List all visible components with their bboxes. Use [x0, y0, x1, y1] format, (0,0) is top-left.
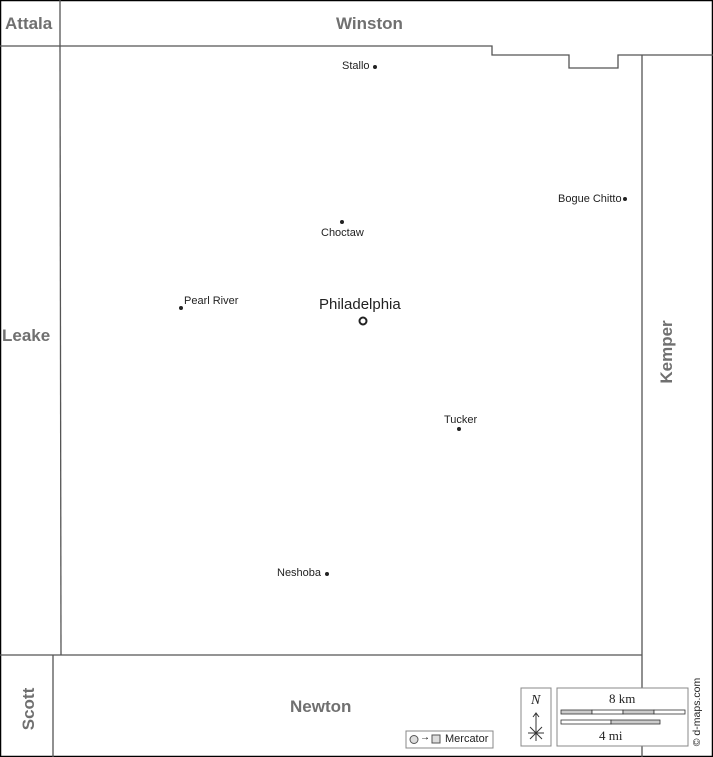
county-leake: Leake: [2, 326, 51, 345]
town-stallo: Stallo: [342, 60, 370, 72]
town-tucker: Tucker: [444, 414, 478, 426]
scale-mi: 4 mi: [599, 728, 623, 743]
credit: © d-maps.com: [691, 677, 703, 747]
county-newton: Newton: [290, 697, 352, 716]
town-bogue-chitto: Bogue Chitto: [558, 193, 622, 205]
neshoba-border: [59, 0, 713, 69]
leake-border: [59, 45, 62, 656]
county-kemper: Kemper: [657, 320, 676, 384]
north-label: N: [531, 693, 541, 708]
projection-label: Mercator: [445, 733, 489, 745]
county-winston: Winston: [336, 14, 403, 33]
town-neshoba: Neshoba: [277, 567, 322, 579]
town-philadelphia: Philadelphia: [319, 296, 401, 313]
town-pearl-river: Pearl River: [184, 295, 239, 307]
scale-km: 8 km: [609, 691, 636, 706]
county-scott: Scott: [19, 687, 38, 731]
town-choctaw: Choctaw: [321, 227, 364, 239]
county-attala: Attala: [5, 14, 53, 33]
